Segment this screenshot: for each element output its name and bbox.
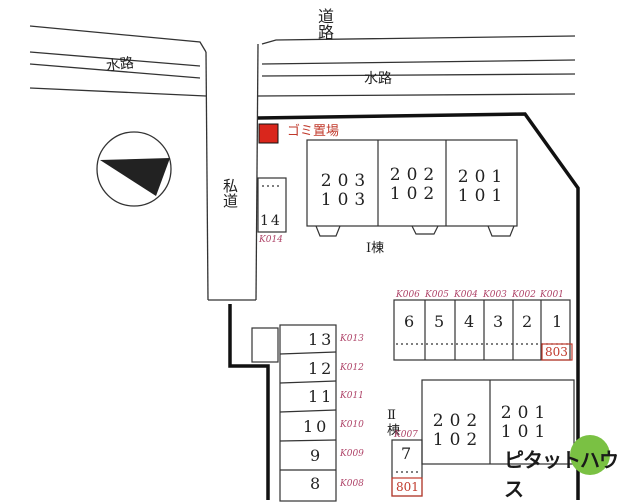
parking-code-12: K012	[340, 363, 364, 373]
garbage-square	[258, 123, 279, 144]
waterway-right-label: 水路	[364, 71, 392, 87]
parking-space-8: 8	[310, 474, 321, 493]
logo-text: ピタットハウス	[504, 448, 619, 501]
parking-code-6: K006	[396, 290, 420, 300]
parking-14-code: K014	[259, 235, 283, 245]
parking-code-9: K009	[340, 449, 364, 459]
parking-space-2: 2	[522, 312, 533, 331]
road-label: 道路	[315, 8, 334, 40]
parking-space-4: 4	[464, 312, 475, 331]
garbage-label: ゴミ置場	[287, 124, 340, 139]
building1-label: Ⅰ棟	[366, 241, 385, 256]
parking-code-2: K002	[512, 290, 536, 300]
parking-code-4: K004	[454, 290, 478, 300]
waterway-left-label: 水路	[105, 55, 135, 75]
parking-code-8: K008	[340, 479, 364, 489]
parking-code-13: K013	[340, 334, 364, 344]
parking-space-9: 9	[310, 446, 321, 465]
parking-space-10: 10	[303, 417, 330, 436]
parking-assigned-803: 803	[545, 345, 568, 359]
pitat-house-logo: ピタットハウス	[500, 435, 620, 501]
parking-space-6: 6	[404, 312, 415, 331]
compass-needle-icon	[100, 158, 170, 196]
parking-14-number: 14	[260, 213, 282, 229]
parking-code-3: K003	[483, 290, 507, 300]
parking-space-11: 11	[308, 387, 335, 406]
parking-code-10: K010	[340, 420, 364, 430]
parking-space-13: 13	[308, 330, 335, 349]
parking-space-7: 7	[401, 444, 412, 463]
parking-code-5: K005	[425, 290, 449, 300]
parking-space-3: 3	[493, 312, 504, 331]
parking-code-11: K011	[340, 391, 364, 401]
parking-code-7: K007	[394, 430, 418, 440]
parking-space-1: 1	[552, 312, 563, 331]
private-road-label: 私道	[221, 178, 239, 208]
logo-green-circle-icon	[570, 435, 610, 475]
parking-assigned-801: 801	[396, 480, 419, 494]
parking-space-5: 5	[434, 312, 445, 331]
parking-space-12: 12	[308, 359, 335, 378]
building2-label: Ⅱ棟	[384, 408, 399, 436]
parking-code-1: K001	[540, 290, 564, 300]
